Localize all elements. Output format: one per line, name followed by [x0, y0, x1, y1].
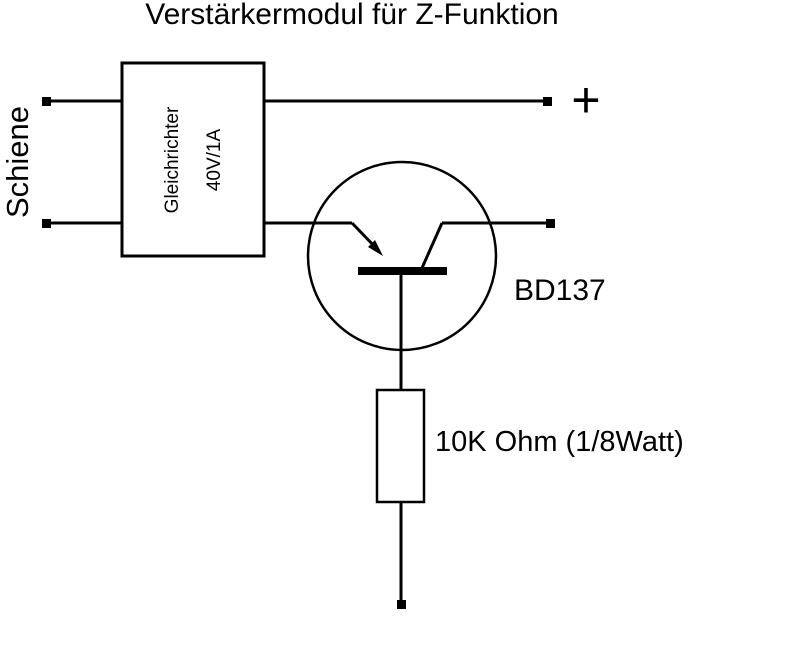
resistor-label: 10K Ohm (1/8Watt): [435, 426, 684, 458]
emitter-arrow-icon: [368, 240, 383, 256]
resistor-terminal: [397, 600, 406, 609]
diagram-title: Verstärkermodul für Z-Funktion: [145, 0, 558, 31]
positive-terminal: [543, 97, 552, 106]
transistor-label: BD137: [514, 274, 606, 307]
transistor-collector-lead: [420, 222, 444, 269]
rail-terminal-top: [42, 97, 51, 106]
rail-terminal-bottom: [42, 219, 51, 228]
resistor-body: [375, 388, 426, 504]
transistor-base-bar: [358, 267, 447, 275]
rail-label: Schiene: [0, 106, 35, 218]
rectifier-box: [120, 61, 266, 258]
collector-terminal: [546, 219, 555, 228]
rectifier-label-line2: 40V/1A: [204, 129, 225, 192]
rectifier-label-line1: Gleichrichter: [162, 106, 183, 213]
positive-label: +: [571, 72, 600, 128]
